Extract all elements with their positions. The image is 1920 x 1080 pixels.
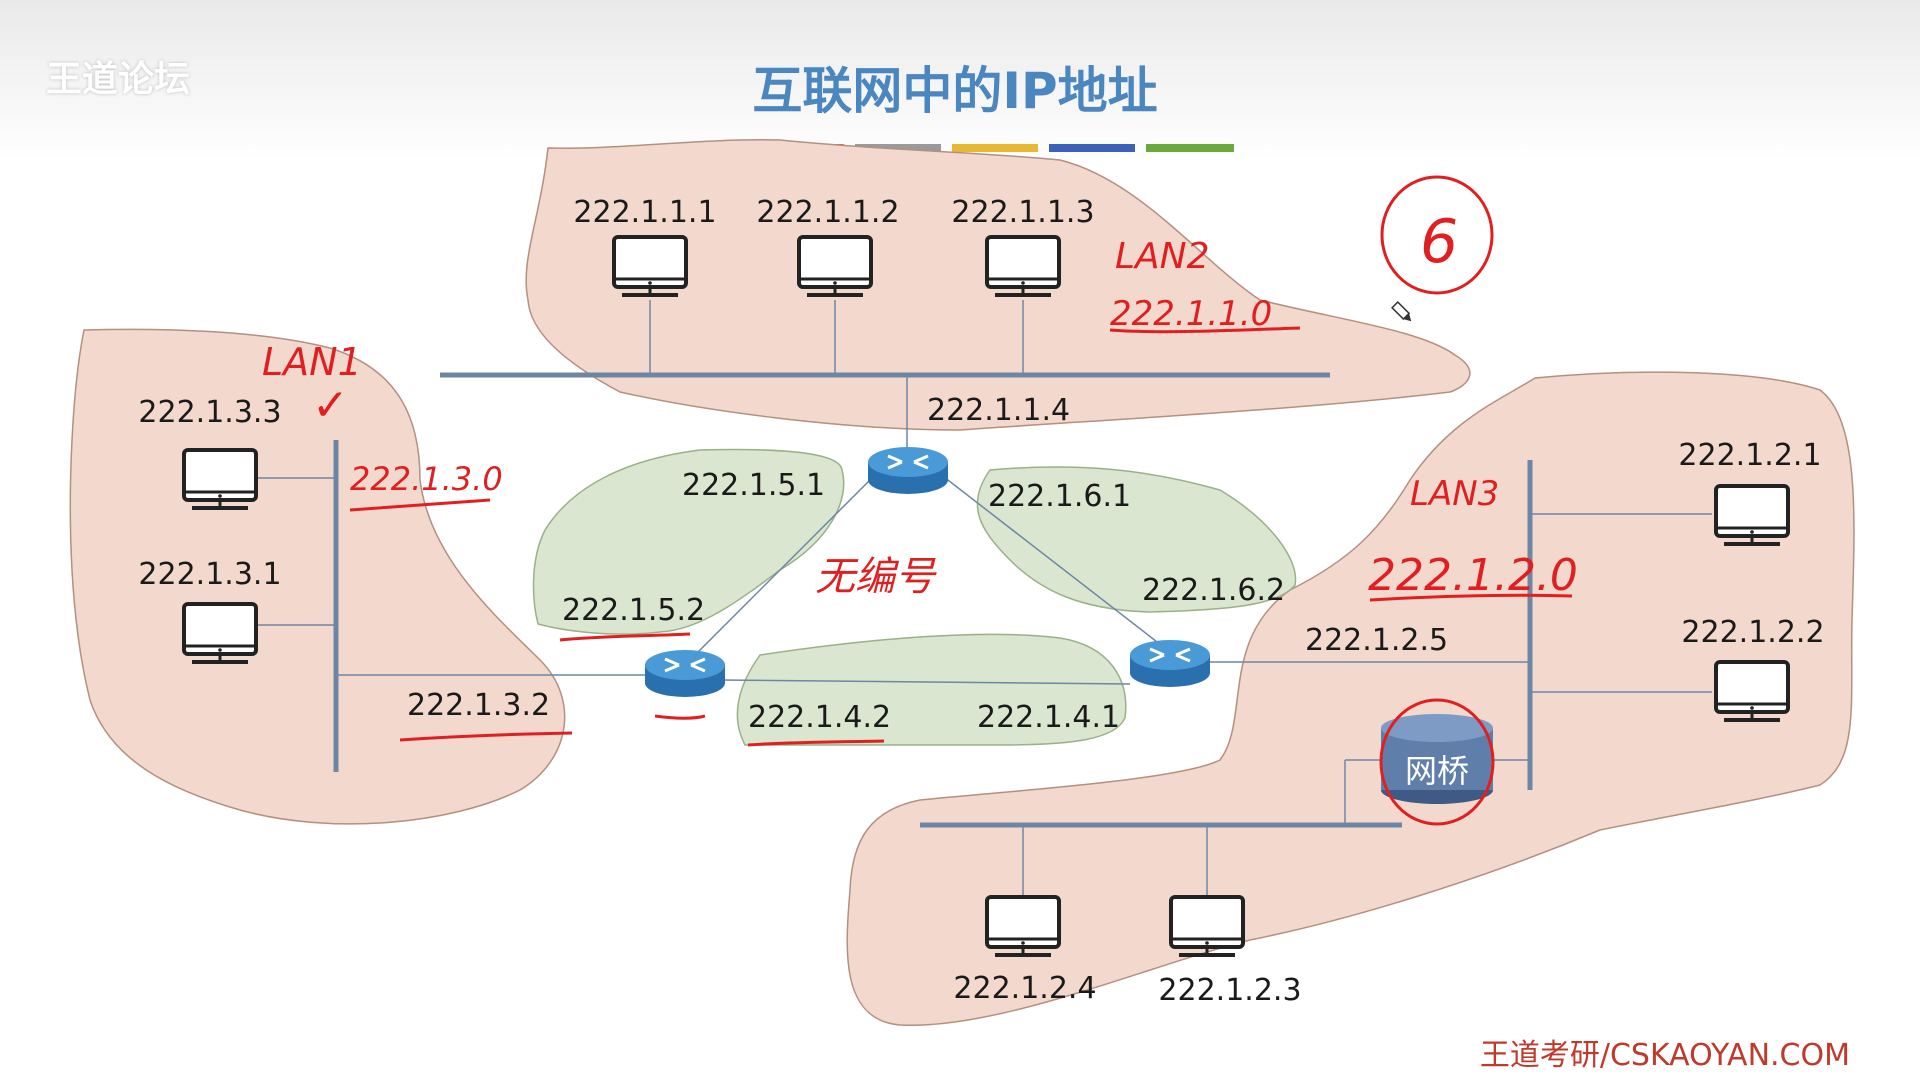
title-bar-segment — [1049, 144, 1135, 152]
underline — [747, 739, 885, 747]
lan1-check: ✓ — [312, 380, 349, 431]
ip-label: 222.1.2.2 — [1681, 615, 1824, 650]
ip-label: 222.1.5.1 — [682, 468, 825, 503]
underline — [1109, 326, 1301, 334]
title-bar-segment — [952, 144, 1038, 152]
pc-icon — [797, 235, 873, 297]
router-icon — [866, 445, 950, 496]
page-title: 互联网中的IP地址 — [752, 62, 1157, 120]
links — [257, 300, 1712, 900]
ip-label: 222.1.1.4 — [927, 393, 1070, 428]
pc-icon — [1169, 895, 1245, 957]
bridge-label: 网桥 — [1405, 752, 1469, 790]
ip-label: 222.1.6.1 — [988, 479, 1131, 514]
underline — [559, 632, 691, 642]
lan3-region — [846, 371, 1855, 1026]
lan2-note-name: LAN2 — [1115, 236, 1210, 277]
footer-brand: 王道考研/CSKAOYAN.COM — [1479, 1038, 1850, 1073]
lan2-note-net: 222.1.1.0 — [1110, 294, 1272, 334]
ip-label: 222.1.2.5 — [1305, 623, 1448, 658]
pen-cursor-icon — [1391, 301, 1412, 322]
ip-label: 222.1.2.1 — [1678, 438, 1821, 473]
underline — [1369, 593, 1573, 602]
underline — [349, 498, 491, 512]
ip-label: 222.1.2.4 — [953, 971, 1096, 1006]
lan3-note-name: LAN3 — [1410, 474, 1499, 514]
ip-label: 222.1.4.2 — [748, 700, 891, 735]
pc-icon — [612, 235, 688, 297]
underline — [654, 714, 706, 720]
lan3-note-net: 222.1.2.0 — [1368, 550, 1578, 601]
p2p-net-6-region — [976, 466, 1297, 613]
pc-icon — [182, 602, 258, 664]
annotations — [349, 175, 1573, 826]
watermark-logo: 王道论坛 — [46, 59, 191, 100]
bridge-circle-annotation — [1379, 698, 1495, 826]
router-link — [934, 469, 1171, 653]
ip-label: 222.1.3.2 — [407, 688, 550, 723]
router-link — [719, 679, 1131, 685]
ip-label: 222.1.4.1 — [977, 700, 1120, 735]
title-bar-segment — [1146, 144, 1234, 152]
ip-label: 222.1.2.3 — [1158, 973, 1301, 1008]
bridge-device: 网桥 — [1381, 714, 1493, 804]
pc-icon — [985, 235, 1061, 297]
lan1-note-net: 222.1.3.0 — [350, 460, 503, 498]
ip-label: 222.1.3.1 — [138, 557, 281, 592]
p2p-net-5-region — [532, 448, 845, 635]
pc-icon — [1714, 660, 1790, 722]
p2p-net-4-region — [736, 633, 1127, 746]
unnumbered-note: 无编号 — [815, 554, 937, 600]
router-icon — [1128, 638, 1212, 689]
pc-icon — [182, 448, 258, 510]
lan1-note-name: LAN1 — [262, 340, 362, 384]
ip-label: 222.1.1.2 — [756, 195, 899, 230]
circle-annotation — [1380, 175, 1494, 295]
underline — [399, 731, 573, 742]
ip-label: 222.1.5.2 — [562, 593, 705, 628]
router-link — [689, 469, 881, 661]
pc-icon — [1714, 484, 1790, 546]
pc-icon — [985, 895, 1061, 957]
ip-label: 222.1.3.3 — [138, 395, 281, 430]
circled-number: 6 — [1420, 207, 1458, 277]
ip-label: 222.1.6.2 — [1142, 573, 1285, 608]
router-icon — [643, 648, 727, 699]
ip-label: 222.1.1.3 — [951, 195, 1094, 230]
title-bar-segment — [855, 144, 941, 152]
ip-label: 222.1.1.1 — [573, 195, 716, 230]
